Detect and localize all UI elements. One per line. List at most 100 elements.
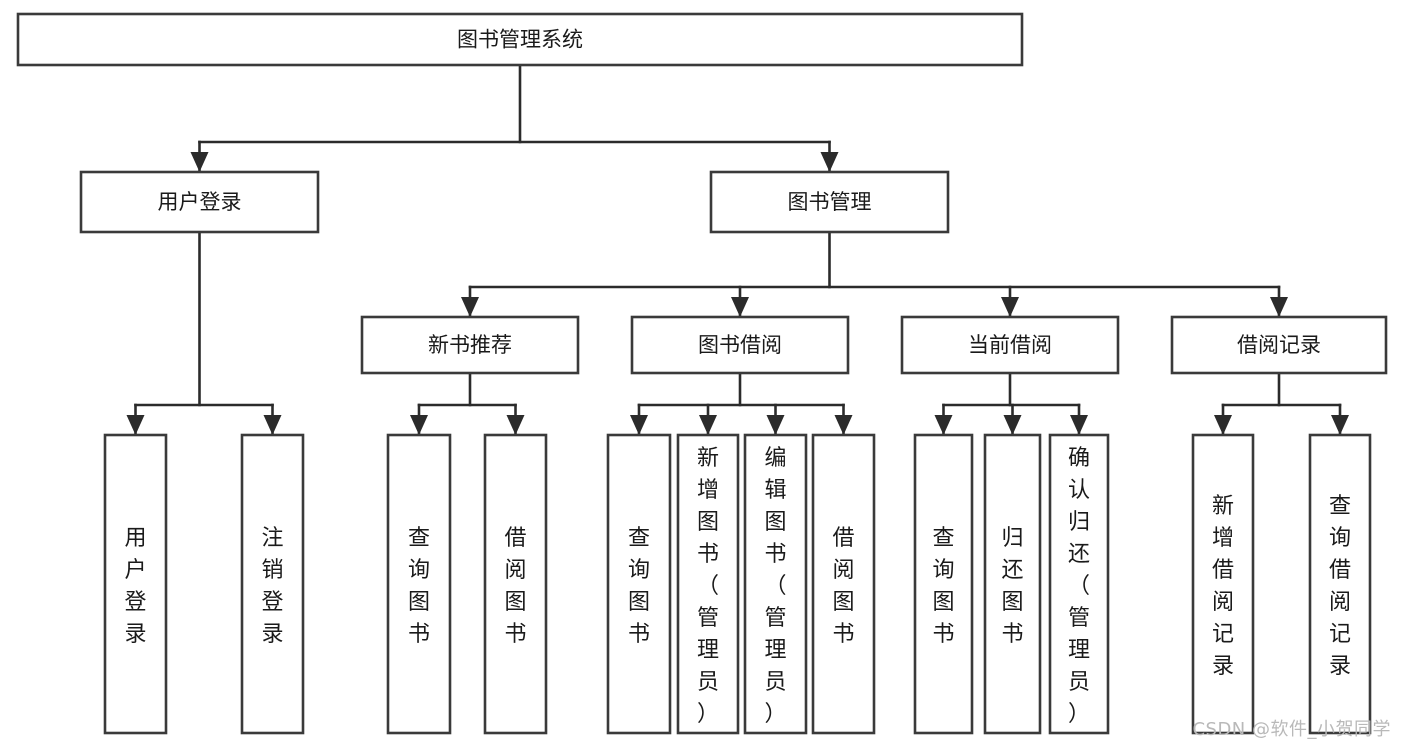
node-borrow-record[interactable]: 借阅记录 [1170,315,1388,375]
node-label-char: 图 [932,590,954,615]
node-label-char: 销 [261,558,283,583]
node-label-char: 认 [1068,478,1090,503]
node-label-char: 询 [408,558,430,583]
node-label-char: ） [764,702,786,727]
arrow-head-icon [1070,415,1088,435]
node-label-char: 管 [764,606,786,631]
arrow-head-icon [731,297,749,317]
nodes-layer: 图书管理系统用户登录图书管理新书推荐图书借阅当前借阅借阅记录用户登录注销登录查询… [16,12,1388,735]
node-label-char: 图 [832,590,854,615]
node-label: 新书推荐 [428,333,512,357]
node-label-char: 辑 [764,478,786,503]
csdn-watermark: CSDN @软件_小贺同学 [1192,719,1391,740]
node-book-manage[interactable]: 图书管理 [709,170,950,234]
edge-group-new-book-recommend [410,371,525,437]
edge-group-current-borrow [934,371,1088,437]
node-label-char: 图 [408,590,430,615]
node-label-char: 查 [1329,494,1351,519]
node-label-char: 图 [764,510,786,535]
node-label-char: 登 [124,590,146,615]
node-label-char: 还 [1068,542,1090,567]
node-label-char: 员 [697,670,719,695]
node-box [1308,433,1372,735]
node-label-char: 书 [1001,622,1023,647]
node-label-char: 增 [697,478,719,503]
node-box [913,433,974,735]
node-box [240,433,305,735]
node-box [1170,315,1388,375]
node-label-char: 询 [1329,526,1351,551]
node-label-char: 查 [408,526,430,551]
node-box [360,315,580,375]
node-label-char: 理 [764,638,786,663]
edges-layer [126,63,1349,437]
node-label-char: 登 [261,590,283,615]
node-label-char: 用 [124,526,146,551]
node-user-login[interactable]: 用户登录 [79,170,320,234]
node-current-borrow[interactable]: 当前借阅 [900,315,1120,375]
node-label-char: 书 [408,622,430,647]
arrow-head-icon [699,415,717,435]
node-box [709,170,950,234]
arrow-head-icon [1270,297,1288,317]
node-label-char: 归 [1068,510,1090,535]
arrow-head-icon [820,152,839,172]
node-label-char: 记 [1212,622,1234,647]
node-label-char: 录 [1329,654,1351,679]
node-box [983,433,1042,735]
node-box [676,433,740,735]
arrow-head-icon [126,415,145,435]
node-label-char: 新 [1212,494,1234,519]
arrow-head-icon [766,415,785,435]
node-root[interactable]: 图书管理系统 [16,12,1024,67]
node-box [79,170,320,234]
arrow-head-icon [834,415,853,435]
node-label-char: （ [697,574,719,599]
node-label-char: 查 [932,526,954,551]
node-label-char: 阅 [504,558,526,583]
arrow-head-icon [1001,297,1019,317]
arrow-head-icon [506,415,525,435]
arrow-head-icon [1214,415,1232,435]
node-label-char: ） [1068,702,1090,727]
node-label-char: 户 [124,558,146,583]
node-box [386,433,452,735]
node-label-char: 书 [832,622,854,647]
arrow-head-icon [934,415,953,435]
node-label-char: 注 [261,526,283,551]
node-label: 用户登录 [158,190,242,214]
node-label-char: 理 [697,638,719,663]
node-label-char: 图 [504,590,526,615]
node-box [1191,433,1255,735]
edge-group-book-borrow [630,371,853,437]
node-leaf-user-login[interactable]: 用户登录 [103,433,168,735]
node-label-char: 借 [832,526,854,551]
node-label-char: 员 [1068,670,1090,695]
node-label-char: 书 [504,622,526,647]
node-box [16,12,1024,67]
node-label-char: （ [1068,574,1090,599]
node-book-borrow[interactable]: 图书借阅 [630,315,850,375]
node-label-char: 理 [1068,638,1090,663]
node-box [483,433,548,735]
node-label-char: 图 [1001,590,1023,615]
arrow-head-icon [190,152,209,172]
edge-group-borrow-record [1214,371,1349,437]
node-box [606,433,672,735]
node-label-char: 录 [1212,654,1234,679]
node-new-book-recommend[interactable]: 新书推荐 [360,315,580,375]
node-label-char: 图 [697,510,719,535]
